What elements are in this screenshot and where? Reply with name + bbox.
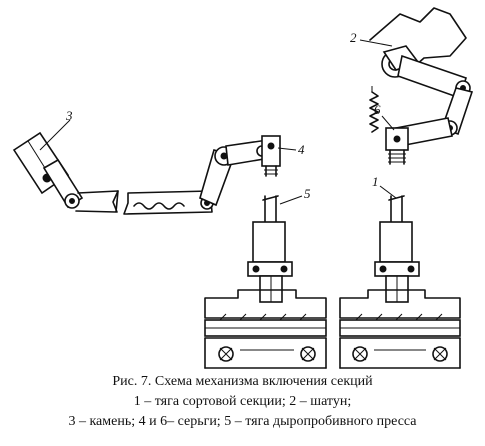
label-4: 4 [298, 142, 305, 157]
lever-left [42, 158, 84, 209]
base-left [204, 289, 327, 369]
callout-labels: 3 4 5 2 6 1 [65, 30, 381, 201]
shackle-6 [385, 127, 409, 165]
caption-legend-line-1: 1 – тяга сортовой секции; 2 – шатун; [133, 394, 352, 409]
base-right [339, 289, 461, 369]
bar-right-segment [123, 190, 214, 215]
shackle-4 [261, 135, 281, 177]
right-assembly [339, 7, 474, 369]
label-3: 3 [65, 108, 73, 123]
leader-lines [39, 39, 397, 205]
label-2: 2 [350, 30, 357, 45]
caption-legend-line-2: 3 – камень; 4 и 6– серьги; 5 – тяга дыро… [68, 414, 417, 429]
bar-left-segment [75, 190, 119, 213]
mechanism-diagram: 3 4 5 2 6 1 [12, 7, 474, 369]
left-assembly [12, 131, 327, 369]
figure-caption: Рис. 7. Схема механизма включения секций… [0, 372, 485, 432]
spring [369, 86, 379, 133]
label-1: 1 [372, 174, 379, 189]
rod-5 [247, 195, 293, 303]
label-5: 5 [304, 186, 311, 201]
caption-title: Рис. 7. Схема механизма включения секций [112, 374, 373, 389]
rod-1 [374, 195, 420, 303]
label-6: 6 [374, 102, 381, 117]
